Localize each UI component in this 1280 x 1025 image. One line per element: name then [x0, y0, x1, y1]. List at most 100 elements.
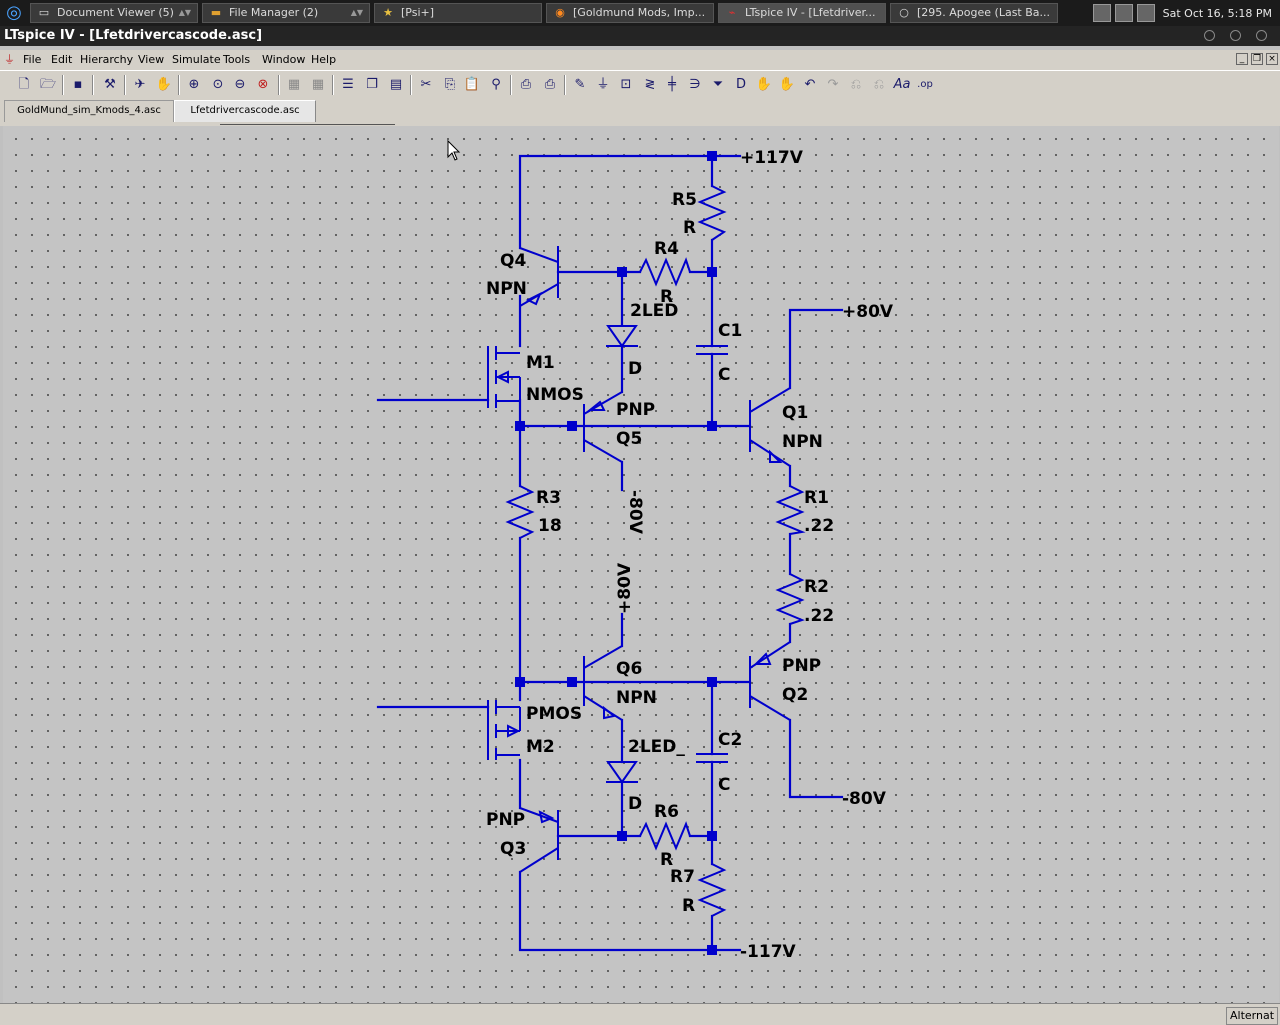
text-icon[interactable]: Aa — [893, 77, 911, 92]
zoom-out-icon[interactable]: ⊖ — [234, 77, 246, 92]
task-psi[interactable]: ★ [Psi+] — [374, 3, 542, 23]
clock[interactable]: Sat Oct 16, 5:18 PM — [1162, 6, 1272, 20]
ref-m2[interactable]: M2 — [526, 737, 555, 757]
task-document-viewer[interactable]: ▭ Document Viewer (5) ▲▼ — [30, 3, 198, 23]
find-icon[interactable]: ⚲ — [491, 77, 501, 92]
type-m1[interactable]: NMOS — [526, 385, 584, 405]
value-r7[interactable]: R — [682, 896, 695, 916]
save-icon[interactable]: ▪ — [73, 77, 83, 92]
ref-q1[interactable]: Q1 — [782, 403, 808, 423]
control-panel-icon[interactable]: ⚒ — [104, 77, 116, 92]
rotate-icon[interactable]: ⎌ — [850, 77, 862, 92]
cascade-icon[interactable]: ❐ — [366, 77, 378, 92]
zoom-fit-icon[interactable]: ⊗ — [257, 77, 269, 92]
autorange-icon[interactable]: ▦ — [287, 77, 301, 92]
menu-tools[interactable]: Tools — [223, 53, 251, 66]
tab-lfetdrivercascode[interactable]: Lfetdrivercascode.asc — [174, 100, 316, 122]
capacitor-icon[interactable]: ╪ — [668, 77, 676, 92]
pan-icon[interactable]: ⊙ — [212, 77, 224, 92]
ground-icon[interactable]: ⏚ — [596, 77, 610, 92]
ref-q6[interactable]: Q6 — [616, 659, 642, 679]
label-net-icon[interactable]: ⊡ — [620, 77, 632, 92]
print-setup-icon[interactable]: ⎙ — [520, 77, 532, 92]
diode-icon[interactable]: ⏷ — [712, 77, 724, 92]
ref-r6[interactable]: R6 — [654, 802, 679, 822]
ref-r7[interactable]: R7 — [670, 867, 695, 887]
net-label-q6-80v-pos[interactable]: +80V — [615, 562, 635, 614]
tray-network-icon[interactable] — [1114, 4, 1133, 22]
ref-d-top[interactable]: 2LED — [630, 301, 678, 321]
task-ltspice[interactable]: ⌁ LTspice IV - [Lfetdriver... — [718, 3, 886, 23]
spice-directive-icon[interactable]: .op — [917, 79, 933, 90]
ref-m1[interactable]: M1 — [526, 353, 555, 373]
tab-goldmund[interactable]: GoldMund_sim_Kmods_4.asc — [4, 100, 174, 122]
ref-q4[interactable]: Q4 — [500, 251, 526, 271]
minimize-icon[interactable] — [1204, 30, 1215, 41]
ref-q2[interactable]: Q2 — [782, 685, 808, 705]
menu-window[interactable]: Window — [262, 53, 306, 66]
cut-icon[interactable]: ✂ — [420, 77, 432, 92]
tray-app-icon[interactable] — [1136, 4, 1155, 22]
ref-r4[interactable]: R4 — [654, 239, 679, 259]
draw-wire-icon[interactable]: ✎ — [574, 77, 586, 92]
type-q6[interactable]: NPN — [616, 688, 657, 708]
ref-c1[interactable]: C1 — [718, 321, 742, 341]
value-d-top[interactable]: D — [628, 359, 642, 379]
open-icon[interactable]: 🗁 — [39, 77, 57, 92]
net-label-117v-neg[interactable]: -117V — [740, 942, 797, 962]
start-menu-icon[interactable]: ◎ — [6, 2, 22, 23]
value-d-bottom[interactable]: D — [628, 794, 642, 814]
mdi-close-icon[interactable]: × — [1266, 53, 1278, 65]
tray-window-icon[interactable] — [1092, 4, 1111, 22]
mdi-restore-icon[interactable]: ❐ — [1251, 53, 1263, 65]
tile-horizontal-icon[interactable]: ☰ — [342, 77, 354, 92]
ref-r2[interactable]: R2 — [804, 577, 829, 597]
type-q1[interactable]: NPN — [782, 432, 823, 452]
value-r1[interactable]: .22 — [804, 516, 834, 536]
inductor-icon[interactable]: ∋ — [689, 77, 701, 92]
menu-edit[interactable]: Edit — [51, 53, 73, 66]
menu-hierarchy[interactable]: Hierarchy — [80, 53, 134, 66]
ref-r1[interactable]: R1 — [804, 488, 829, 508]
menu-file[interactable]: File — [23, 53, 42, 66]
task-file-manager[interactable]: ▬ File Manager (2) ▲▼ — [202, 3, 370, 23]
value-r3[interactable]: 18 — [538, 516, 562, 536]
app-menu-icon[interactable]: ⏚ — [4, 53, 15, 66]
copy-icon[interactable]: ⎘ — [444, 77, 456, 92]
drag-icon[interactable]: ✋ — [778, 77, 796, 92]
maximize-icon[interactable] — [1230, 30, 1241, 41]
type-m2[interactable]: PMOS — [526, 704, 582, 724]
mdi-minimize-icon[interactable]: _ — [1236, 53, 1248, 65]
value-r6[interactable]: R — [660, 850, 673, 870]
component-icon[interactable]: D — [735, 77, 746, 92]
task-firefox[interactable]: ◉ [Goldmund Mods, Imp... — [546, 3, 714, 23]
ref-d-bottom[interactable]: 2LED_ — [628, 737, 685, 757]
net-label-80v-pos[interactable]: +80V — [842, 302, 894, 322]
undo-icon[interactable]: ↶ — [804, 77, 816, 92]
net-label-q5-80v-neg[interactable]: -80V — [625, 490, 645, 535]
print-icon[interactable]: ⎙ — [544, 77, 556, 92]
zoom-in-icon[interactable]: ⊕ — [188, 77, 200, 92]
tile-vertical-icon[interactable]: ▤ — [389, 77, 403, 92]
menu-help[interactable]: Help — [311, 53, 337, 66]
move-icon[interactable]: ✋ — [755, 77, 773, 92]
paste-icon[interactable]: 📋 — [463, 77, 481, 92]
value-r2[interactable]: .22 — [804, 606, 834, 626]
value-r5[interactable]: R — [683, 218, 696, 238]
net-label-80v-neg[interactable]: -80V — [842, 789, 887, 809]
type-q5[interactable]: PNP — [616, 400, 655, 420]
schematic-canvas[interactable]: +117V -117V +80V -80V -80V +80V R5 R R4 … — [3, 126, 1279, 1003]
net-label-117v-pos[interactable]: +117V — [740, 148, 804, 168]
delete-traces-icon[interactable]: ▦ — [311, 77, 325, 92]
run-icon[interactable]: ✈ — [134, 77, 146, 92]
value-c2[interactable]: C — [718, 775, 730, 795]
value-r4[interactable]: R — [660, 287, 673, 307]
type-q4[interactable]: NPN — [486, 279, 527, 299]
value-c1[interactable]: C — [718, 365, 730, 385]
menu-simulate[interactable]: Simulate — [172, 53, 221, 66]
resistor-icon[interactable]: ≷ — [644, 77, 656, 92]
ref-q5[interactable]: Q5 — [616, 429, 642, 449]
ref-q3[interactable]: Q3 — [500, 839, 526, 859]
task-music[interactable]: ○ [295. Apogee (Last Ba... — [890, 3, 1058, 23]
mirror-icon[interactable]: ⎌ — [873, 77, 885, 92]
